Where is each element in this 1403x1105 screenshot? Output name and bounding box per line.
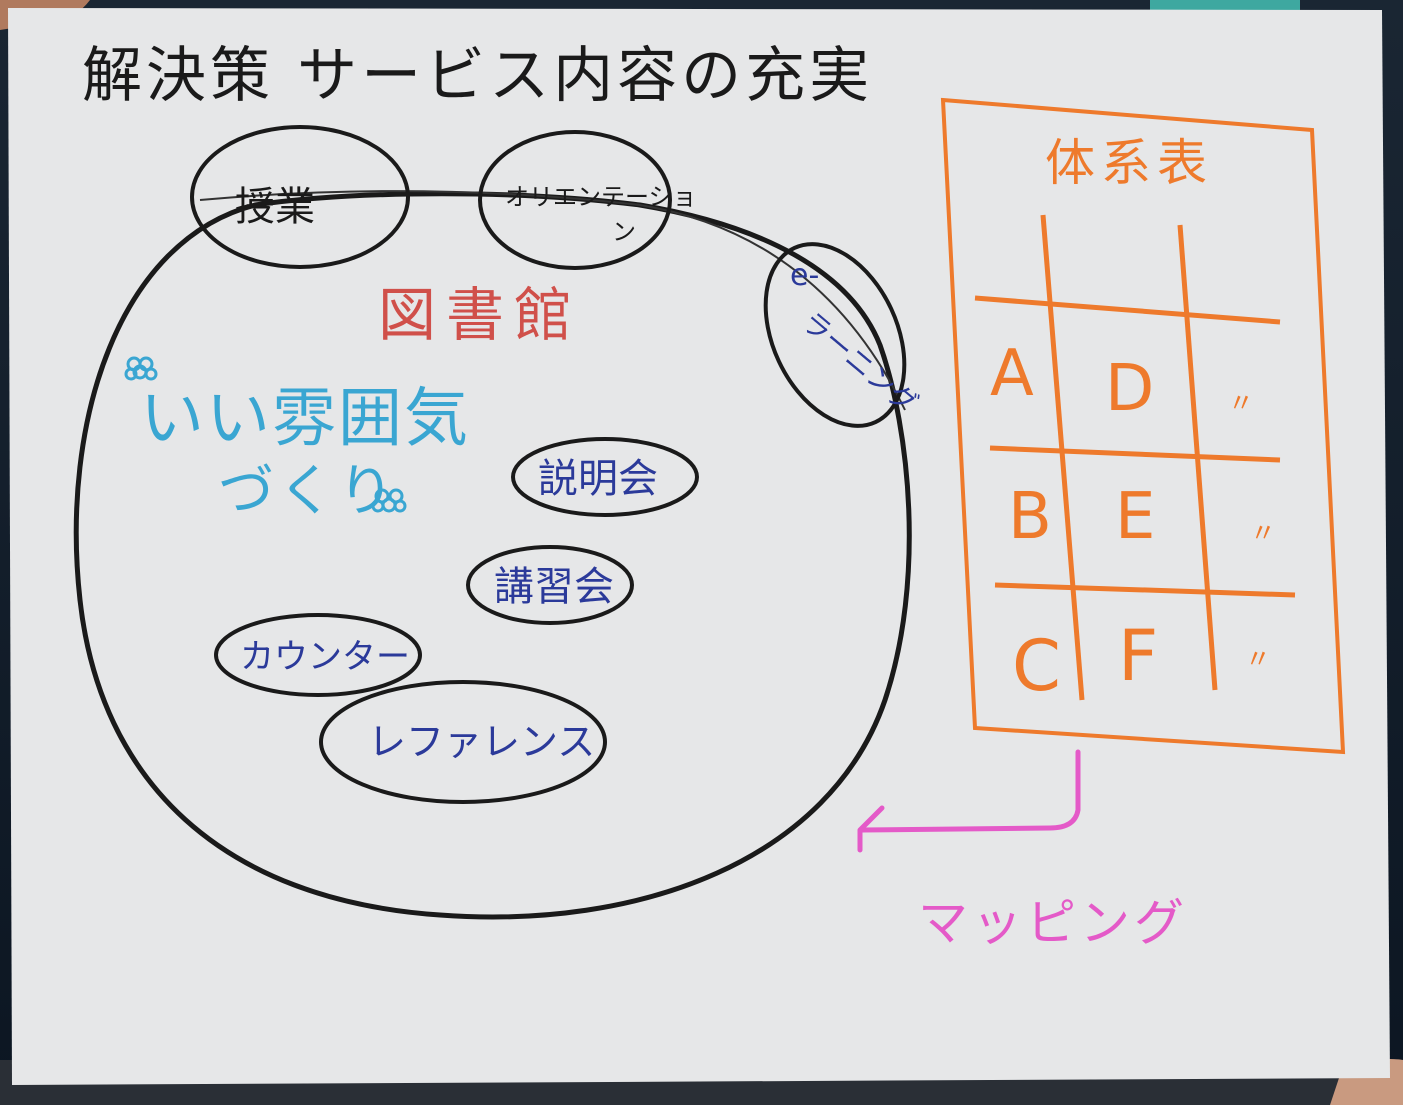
oval-orientation-label-line1: オリエンテーショ (505, 183, 697, 211)
cell-ditto-1: 〃 (1228, 389, 1254, 419)
cell-d: D (1105, 352, 1154, 426)
system-table-cells: A D 〃 B E 〃 C F 〃 (990, 337, 1276, 707)
oval-class (190, 125, 410, 269)
system-table-grid (974, 214, 1296, 701)
oval-elearning (763, 242, 907, 428)
mapping-label: マッピング (918, 894, 1188, 952)
oval-elearning-label-line1: e- (790, 258, 819, 293)
flower-icon (371, 488, 407, 513)
cell-e: E (1115, 480, 1155, 554)
oval-reference (319, 680, 607, 804)
oval-orientation (478, 130, 672, 270)
cell-a: A (990, 337, 1034, 411)
oval-counter-label: カウンター (240, 637, 410, 677)
poster-title: 解決策 サービス内容の充実 (82, 41, 873, 111)
oval-lecture-label: 講習会 (494, 564, 614, 610)
oval-briefing-label: 説明会 (538, 456, 658, 502)
oval-briefing (511, 437, 699, 517)
oval-orientation-label-line2: ン (612, 218, 636, 246)
oval-class-label: 授業 (235, 184, 315, 230)
library-label: 図書館 (378, 281, 582, 349)
system-table-title: 体系表 (1045, 134, 1213, 192)
flower-icon (124, 356, 158, 381)
atmosphere-line1: いい雰囲気 (140, 382, 470, 456)
oval-lecture (466, 545, 634, 625)
paper-sheet (8, 8, 1390, 1085)
cell-b: B (1008, 480, 1052, 554)
cell-f: F (1118, 615, 1158, 697)
system-table-frame (940, 97, 1346, 755)
cell-ditto-3: 〃 (1245, 645, 1271, 675)
oval-reference-label: レファレンス (368, 720, 595, 764)
cell-ditto-2: 〃 (1250, 519, 1276, 549)
cell-c: C (1012, 625, 1061, 707)
circle-top-arc (199, 190, 906, 411)
atmosphere-line2: づくり (218, 459, 398, 524)
mapping-arrow (857, 749, 1081, 853)
oval-counter (214, 613, 422, 697)
